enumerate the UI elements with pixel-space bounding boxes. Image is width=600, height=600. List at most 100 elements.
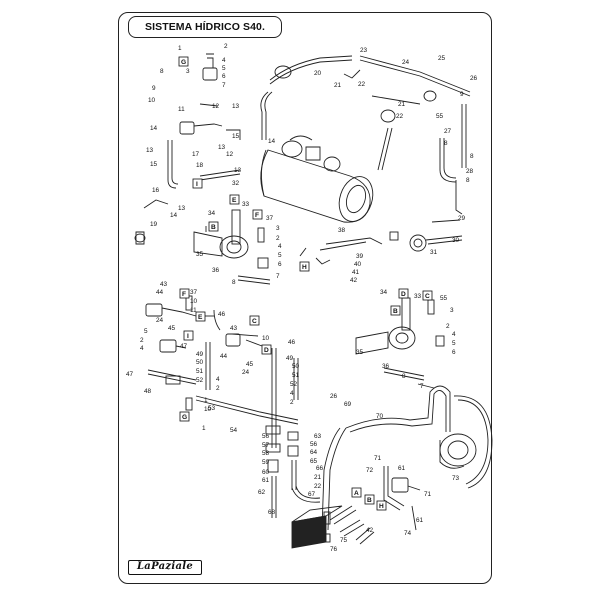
callout-34: 34 [208, 210, 216, 217]
callout-38: 38 [338, 227, 346, 234]
callout-43b: 43 [230, 325, 238, 332]
connector-label-d1: D [264, 347, 269, 354]
callout-50b: 50 [292, 363, 300, 370]
callout-1b: 1 [204, 397, 208, 404]
callout-3: 3 [186, 68, 190, 75]
callout-31: 31 [430, 249, 438, 256]
callout-54: 54 [230, 427, 238, 434]
callout-49b: 49 [286, 355, 294, 362]
callout-10d: 10 [262, 335, 270, 342]
callout-35b: 35 [356, 349, 364, 356]
callout-22: 22 [358, 81, 366, 88]
brand-logo: LaPaziale [128, 560, 202, 575]
connector-label-e2: E [198, 314, 203, 321]
callout-51: 51 [196, 368, 204, 375]
callout-24b: 24 [156, 317, 164, 324]
callout-22c: 22 [314, 483, 322, 490]
callout-52b: 52 [290, 381, 298, 388]
bottom-connectors [291, 505, 375, 549]
upper-pipework [260, 55, 471, 215]
callout-16: 16 [152, 187, 160, 194]
callout-12b: 12 [226, 151, 234, 158]
callout-43: 43 [160, 281, 168, 288]
callout-24c: 24 [242, 369, 250, 376]
callout-1: 1 [178, 45, 182, 52]
connector-label-c2: C [425, 293, 430, 300]
callout-37: 37 [266, 215, 274, 222]
callout-10b: 10 [190, 298, 198, 305]
mid-left-pump [193, 209, 271, 285]
mid-right-pipework [299, 219, 463, 265]
callout-2e: 2 [290, 399, 294, 406]
callout-47: 47 [180, 343, 188, 350]
callout-71: 71 [374, 455, 382, 462]
callout-8: 8 [160, 68, 164, 75]
callout-61: 61 [262, 477, 270, 484]
callout-20: 20 [314, 70, 322, 77]
logo-wordmark: LaPaziale [136, 561, 194, 572]
callout-62: 62 [258, 489, 266, 496]
connector-label-g1: G [181, 59, 186, 66]
long-hose [321, 385, 493, 531]
callout-75: 75 [340, 537, 348, 544]
callout-4c: 4 [140, 345, 144, 352]
connector-label-h2: H [379, 503, 384, 510]
callout-11: 11 [178, 106, 185, 113]
connector-boxes: G I E F B H F E I C D G D C B A B H [178, 56, 433, 511]
callout-33: 33 [242, 201, 250, 208]
callout-72: 72 [366, 467, 374, 474]
callout-45b: 45 [246, 361, 254, 368]
callout-14c: 14 [170, 212, 178, 219]
callout-35: 35 [196, 251, 204, 258]
callout-11b: 11 [190, 307, 197, 314]
callout-2c: 2 [140, 337, 144, 344]
callout-3c: 3 [450, 307, 454, 314]
callout-49: 49 [196, 351, 204, 358]
callout-13: 13 [232, 103, 240, 110]
callout-36b: 36 [382, 363, 390, 370]
connector-label-d2: D [401, 291, 406, 298]
callout-71b: 71 [424, 491, 432, 498]
callout-8d: 8 [466, 177, 470, 184]
callout-21: 21 [334, 82, 342, 89]
callout-51b: 51 [292, 372, 300, 379]
title-box: SISTEMA HÍDRICO S40. [128, 16, 282, 38]
callout-9b: 9 [460, 91, 464, 98]
callout-29: 29 [458, 215, 466, 222]
callout-13d: 13 [234, 167, 242, 174]
connector-label-h1: H [302, 264, 307, 271]
connector-label-b2: B [393, 308, 398, 315]
callout-42b: 42 [366, 527, 374, 534]
callout-61b: 61 [398, 465, 406, 472]
connector-label-f1: F [255, 212, 259, 219]
callout-4: 4 [222, 57, 226, 64]
callout-57: 57 [262, 442, 270, 449]
callout-60: 60 [262, 469, 270, 476]
connector-label-a: A [354, 490, 359, 497]
connector-label-e1: E [232, 197, 237, 204]
callout-55b: 55 [440, 295, 448, 302]
callout-21c: 21 [314, 474, 322, 481]
callout-8b: 8 [444, 140, 448, 147]
center-stack [265, 348, 321, 518]
callout-9: 9 [152, 85, 156, 92]
callout-56b: 56 [310, 441, 318, 448]
callout-61c: 61 [416, 517, 424, 524]
callout-6b: 6 [278, 261, 282, 268]
connector-label-c1: C [252, 318, 257, 325]
callout-8e: 8 [232, 279, 236, 286]
lower-right-pump [355, 297, 445, 389]
callout-2f: 2 [446, 323, 450, 330]
callout-25: 25 [438, 55, 446, 62]
callout-2d: 2 [216, 385, 220, 392]
part-callouts: 1 2 4 5 6 7 3 8 9 10 11 12 13 14 15 13 1… [126, 43, 478, 553]
callout-41: 41 [352, 269, 360, 276]
callout-46b: 46 [288, 339, 296, 346]
callout-32: 32 [232, 180, 240, 187]
callout-4d: 4 [216, 376, 220, 383]
callout-13e: 13 [178, 205, 186, 212]
callout-7b: 7 [276, 273, 280, 280]
callout-21b: 21 [398, 101, 406, 108]
callout-6: 6 [222, 73, 226, 80]
callout-4e: 4 [290, 390, 294, 397]
